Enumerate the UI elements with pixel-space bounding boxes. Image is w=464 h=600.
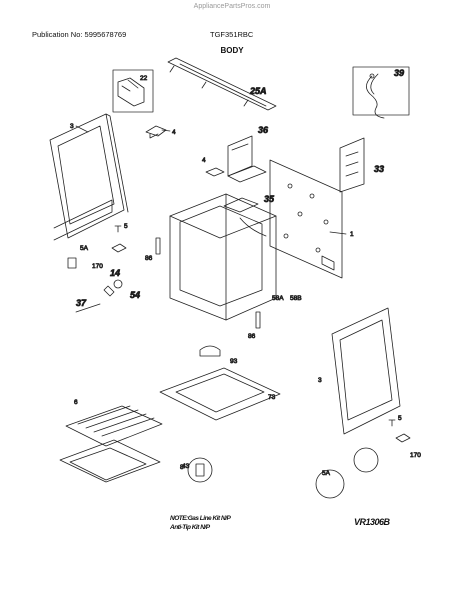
- part-43-bolt-detail[interactable]: [187, 457, 213, 483]
- part-6-oven-rack[interactable]: [65, 405, 163, 447]
- callout-3-right: 3: [318, 377, 322, 384]
- part-5-screw-left[interactable]: [114, 225, 122, 233]
- footer-note: NOTE:Gas Line Kit N/P Anti-Tip Kit N/P: [170, 514, 231, 532]
- callout-54: 54: [130, 290, 140, 300]
- model-number: TGF351RBC: [210, 30, 254, 39]
- callout-22: 22: [140, 75, 148, 82]
- callout-5-left: 5: [124, 223, 128, 230]
- part-93-cap[interactable]: [199, 345, 221, 357]
- callout-58a: 58A: [272, 295, 284, 302]
- part-5-screw-right[interactable]: [388, 419, 396, 427]
- note-anti-tip-kit: Anti-Tip Kit N/P: [170, 524, 210, 531]
- part-35-top-bracket[interactable]: [223, 197, 259, 213]
- callout-4-top: 4: [172, 129, 176, 136]
- part-14-knob[interactable]: [113, 279, 123, 289]
- callout-58b: 58B: [290, 295, 302, 302]
- callout-5a-right: 5A: [322, 470, 331, 477]
- part-8-broil-drawer[interactable]: [59, 439, 161, 483]
- callout-39: 39: [394, 68, 404, 78]
- callout-1: 1: [350, 231, 354, 238]
- callout-8: 8: [180, 464, 184, 471]
- part-3-right-side-panel[interactable]: [331, 307, 401, 435]
- callout-170-right: 170: [410, 452, 421, 459]
- part-39-wire-harness[interactable]: [352, 66, 410, 119]
- part-86-hinge-bottom[interactable]: [255, 311, 261, 329]
- part-22-bracket[interactable]: [112, 69, 154, 113]
- callout-4-mid: 4: [202, 157, 206, 164]
- callout-3-left: 3: [70, 123, 74, 130]
- callout-43: 43: [182, 463, 190, 470]
- callout-35: 35: [264, 194, 275, 204]
- callout-33: 33: [374, 164, 384, 174]
- section-title: BODY: [220, 46, 244, 55]
- publication-number: Publication No: 5995678769: [32, 30, 127, 39]
- part-4-clip-top[interactable]: [145, 125, 167, 139]
- part-37-rod[interactable]: [75, 303, 101, 313]
- part-25a-rail[interactable]: [167, 57, 277, 111]
- site-watermark: AppliancePartsPros.com: [193, 3, 271, 10]
- oven-cavity-body[interactable]: [169, 193, 277, 321]
- callout-86-top: 86: [145, 255, 153, 262]
- callout-25a: 25A: [249, 86, 267, 96]
- part-4-clip-mid[interactable]: [205, 167, 225, 177]
- part-5a-leveler-left[interactable]: [67, 257, 77, 269]
- callout-73: 73: [268, 394, 276, 401]
- part-1-back-panel[interactable]: [269, 159, 343, 279]
- part-170-bracket-left[interactable]: [111, 243, 127, 253]
- callout-86-bottom: 86: [248, 333, 256, 340]
- part-86-hinge-top[interactable]: [155, 237, 161, 255]
- part-36-bracket[interactable]: [227, 135, 267, 183]
- part-33-bracket[interactable]: [339, 137, 365, 193]
- callout-6: 6: [74, 399, 78, 406]
- drawing-code: VR1306B: [354, 517, 390, 527]
- callout-5a-left: 5A: [80, 245, 89, 252]
- callout-14: 14: [110, 268, 120, 278]
- part-5a-leveler-right-detail[interactable]: [315, 447, 379, 499]
- callout-37: 37: [76, 298, 87, 308]
- callout-36: 36: [258, 125, 269, 135]
- part-3-left-side-panel[interactable]: [49, 113, 129, 241]
- part-54-igniter[interactable]: [103, 285, 115, 297]
- note-gas-line-kit: NOTE:Gas Line Kit N/P: [170, 515, 231, 522]
- callout-93: 93: [230, 358, 238, 365]
- callout-5-right: 5: [398, 415, 402, 422]
- part-73-broiler-pan[interactable]: [159, 367, 281, 421]
- callout-170-left: 170: [92, 263, 103, 270]
- part-170-bracket-right[interactable]: [395, 433, 411, 443]
